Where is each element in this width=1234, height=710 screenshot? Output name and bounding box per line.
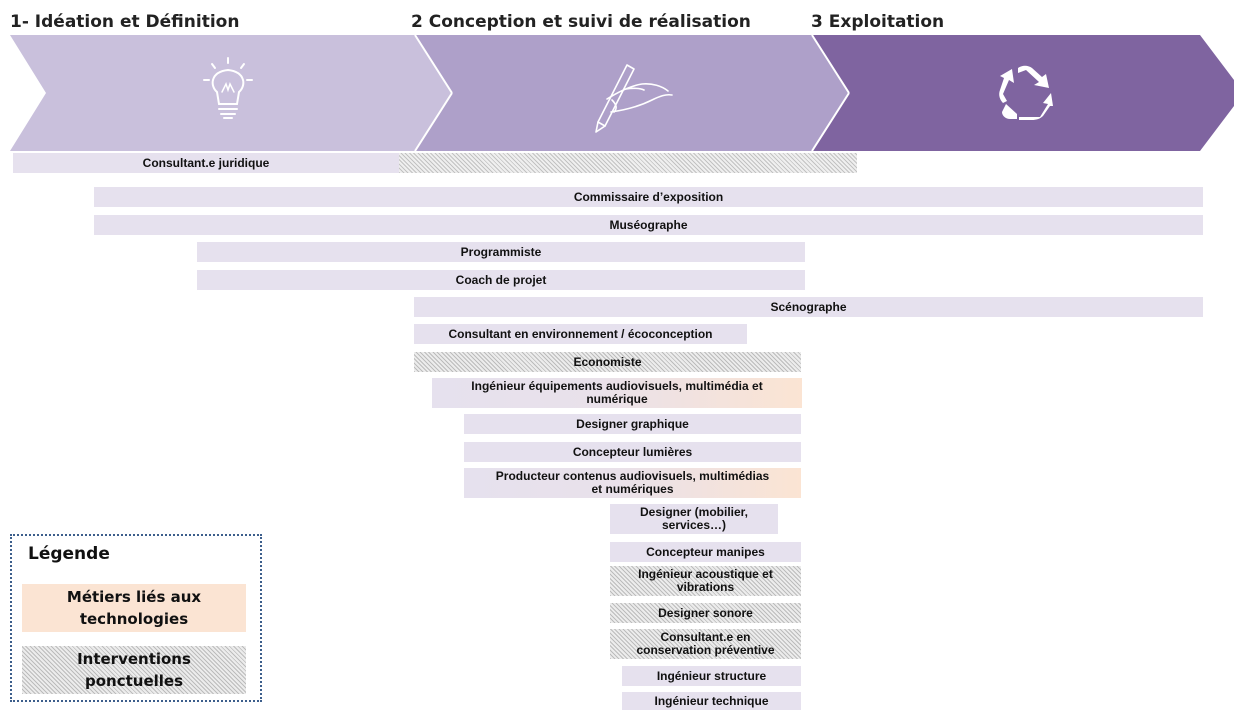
role-consultant-conservation: Consultant.e en conservation préventive: [610, 629, 801, 659]
role-ingenieur-structure: Ingénieur structure: [622, 666, 801, 686]
role-designer-graphique: Designer graphique: [464, 414, 801, 434]
role-label: Concepteur manipes: [646, 544, 765, 559]
role-producteur-contenus: Producteur contenus audiovisuels, multim…: [464, 468, 801, 498]
role-consultant-environnement: Consultant en environnement / écoconcept…: [414, 324, 747, 344]
role-consultant-juridique-ponctuel: [399, 153, 857, 173]
phase-2-label: 2 Conception et suivi de réalisation: [411, 12, 751, 32]
role-label-line1: Designer (mobilier,: [639, 505, 749, 519]
role-ingenieur-audiovisuel: Ingénieur équipements audiovisuels, mult…: [432, 378, 802, 408]
role-programmiste: Programmiste: [197, 242, 805, 262]
role-ingenieur-acoustique: Ingénieur acoustique et vibrations: [610, 566, 801, 596]
role-label-line2: vibrations: [676, 580, 735, 594]
role-concepteur-lumieres: Concepteur lumières: [464, 442, 801, 462]
phase-1-chevron: [10, 35, 452, 151]
role-label: Economiste: [573, 354, 642, 369]
lightbulb-icon: [203, 57, 253, 119]
role-commissaire-exposition: Commissaire d’exposition: [94, 187, 1203, 207]
role-label: Commissaire d’exposition: [573, 189, 724, 204]
role-consultant-juridique: Consultant.e juridique: [13, 153, 399, 173]
role-label-line2: et numériques: [591, 482, 674, 496]
role-label: Ingénieur technique: [654, 693, 769, 708]
role-label: Coach de projet: [455, 272, 547, 287]
phase-3-chevron: [812, 35, 1234, 151]
role-economiste: Economiste: [414, 352, 801, 372]
role-label-line2: numérique: [586, 392, 648, 406]
role-label: Ingénieur structure: [656, 668, 767, 683]
role-label: Designer graphique: [576, 416, 689, 431]
pen-hand-icon: [595, 64, 673, 133]
role-label-line2: services…): [661, 518, 727, 532]
role-label: Concepteur lumières: [572, 444, 693, 459]
legend-title: Légende: [28, 544, 110, 564]
role-label-line1: Producteur contenus audiovisuels, multim…: [495, 469, 770, 483]
role-scenographe: Scénographe: [414, 297, 1203, 317]
role-label: Programmiste: [460, 244, 542, 259]
phase-3-label: 3 Exploitation: [811, 12, 945, 32]
role-label-line1: Consultant.e en: [660, 630, 751, 644]
legend: Légende Métiers liés aux technologies In…: [10, 534, 262, 702]
role-label-line2: conservation préventive: [636, 643, 775, 657]
role-label: Consultant en environnement / écoconcept…: [448, 326, 713, 341]
recycle-icon: [999, 65, 1053, 120]
phase-arrows: [10, 34, 1234, 152]
role-label: Muséographe: [609, 217, 688, 232]
phase-2-chevron: [415, 35, 849, 151]
role-coach-projet: Coach de projet: [197, 270, 805, 290]
role-concepteur-manipes: Concepteur manipes: [610, 542, 801, 562]
role-designer-sonore: Designer sonore: [610, 603, 801, 623]
role-label-line1: Ingénieur équipements audiovisuels, mult…: [471, 379, 763, 393]
legend-item-ponctuelles: Interventions ponctuelles: [22, 646, 246, 694]
role-designer-mobilier: Designer (mobilier, services…): [610, 504, 778, 534]
role-ingenieur-technique: Ingénieur technique: [622, 692, 801, 710]
phase-1-label: 1- Idéation et Définition: [10, 12, 240, 32]
role-label: Consultant.e juridique: [142, 155, 270, 170]
legend-item-technologies: Métiers liés aux technologies: [22, 584, 246, 632]
role-label: Designer sonore: [658, 605, 753, 620]
role-label: Scénographe: [770, 299, 847, 314]
role-museographe: Muséographe: [94, 215, 1203, 235]
role-label-line1: Ingénieur acoustique et: [638, 567, 773, 581]
